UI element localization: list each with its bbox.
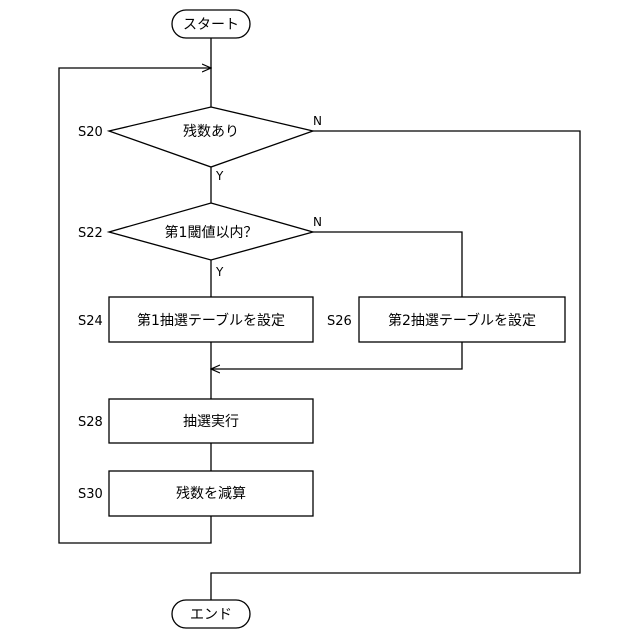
s22-yes-label: Y [215,265,224,279]
s26-process-text: 第2抽選テーブルを設定 [388,312,536,329]
s24-step-label: S24 [78,314,103,329]
s20-step-label: S20 [78,125,103,140]
flow-s22-no-to-s26 [313,232,462,297]
s22-step-label: S22 [78,226,103,241]
s28-process-text: 抽選実行 [183,414,239,430]
s20-no-label: N [313,114,322,128]
s20-decision-text: 残数あり [183,124,239,140]
flow-s26-merge-arrow [211,342,462,369]
s20-yes-label: Y [215,169,224,183]
s22-no-label: N [313,215,322,229]
end-label: エンド [190,607,232,623]
s30-process-text: 残数を減算 [176,485,246,502]
s30-step-label: S30 [78,487,103,502]
s28-step-label: S28 [78,415,103,430]
s24-process-text: 第1抽選テーブルを設定 [137,312,285,329]
s26-step-label: S26 [327,314,352,329]
flow-s20-no-to-end [211,131,580,600]
start-label: スタート [183,17,239,33]
s22-decision-text: 第1閾値以内？ [165,224,258,241]
